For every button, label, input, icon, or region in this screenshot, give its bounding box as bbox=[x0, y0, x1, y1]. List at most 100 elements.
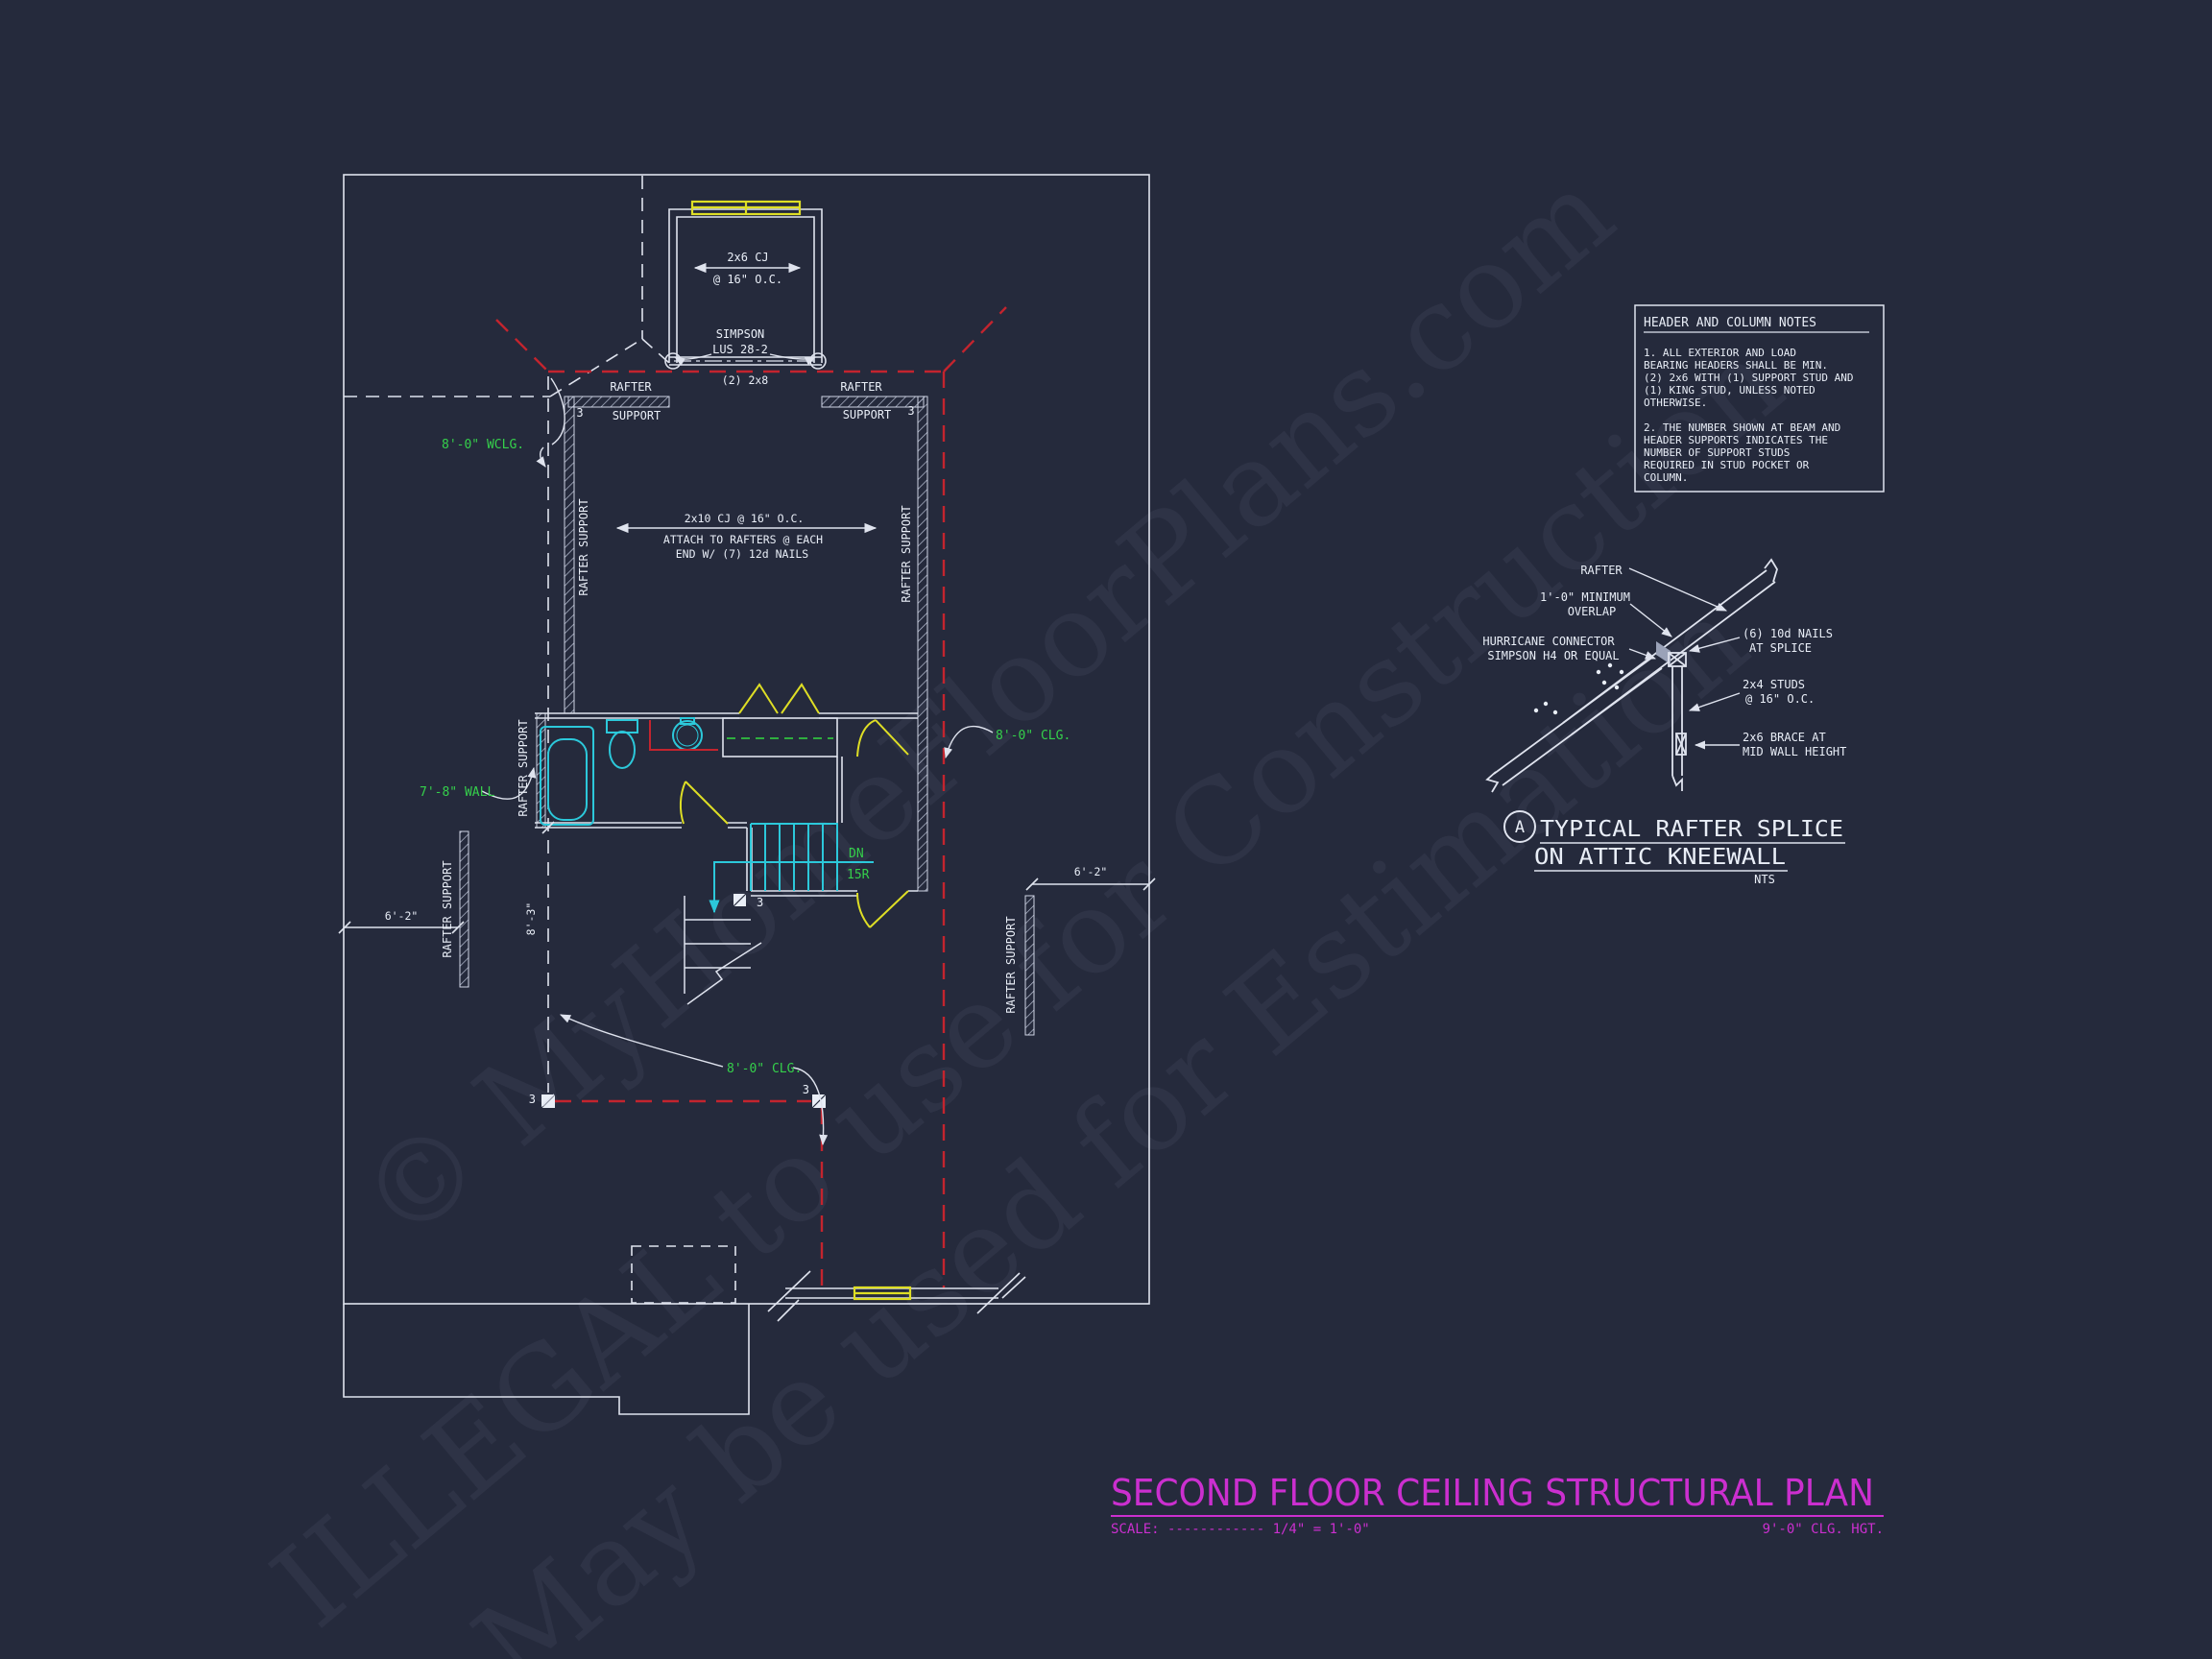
hurricane-connector-shape bbox=[1656, 641, 1671, 664]
wall-break-left bbox=[767, 1270, 811, 1322]
detail-title-line2: ON ATTIC KNEEWALL bbox=[1534, 845, 1786, 870]
detail-label-min-overlap1: 1'-0" MINIMUM bbox=[1540, 590, 1630, 604]
detail-label-studs2: @ 16" O.C. bbox=[1745, 692, 1815, 706]
dormer bbox=[664, 200, 827, 370]
sheet-ceiling-height: 9'-0" CLG. HGT. bbox=[1763, 1522, 1884, 1537]
roof-outline bbox=[343, 174, 1150, 1305]
label-rafter-support-lower-left: RAFTER SUPPORT bbox=[441, 860, 454, 957]
stud-count-right: 3 bbox=[907, 404, 914, 418]
bottom-window bbox=[853, 1286, 912, 1301]
interior-walls bbox=[535, 712, 918, 897]
label-wclg: 8'-0" WCLG. bbox=[442, 438, 524, 452]
label-main-joist-nails: END W/ (7) 12d NAILS bbox=[676, 547, 809, 561]
detail-label-nails1: (6) 10d NAILS bbox=[1743, 627, 1833, 640]
note2-line1: 2. THE NUMBER SHOWN AT BEAM AND bbox=[1644, 421, 1840, 434]
roof-dashed-lines bbox=[344, 176, 670, 1093]
doors bbox=[679, 683, 909, 928]
detail-label-nails2: AT SPLICE bbox=[1749, 641, 1812, 655]
detail-label-studs1: 2x4 STUDS bbox=[1743, 678, 1805, 691]
sheet-scale: SCALE: ------------ 1/4" = 1'-0" bbox=[1111, 1522, 1370, 1537]
label-stair-risers: 15R bbox=[847, 868, 870, 882]
mid-wall-brace bbox=[1675, 733, 1687, 756]
note1-line3: (2) 2x6 WITH (1) SUPPORT STUD AND bbox=[1644, 372, 1854, 384]
rafter-splice-detail bbox=[1485, 558, 1845, 872]
label-main-joist-attach: ATTACH TO RAFTERS @ EACH bbox=[663, 533, 823, 546]
stud-count-left: 3 bbox=[576, 406, 583, 420]
hall-door bbox=[856, 719, 909, 757]
detail-label-min-overlap2: OVERLAP bbox=[1568, 605, 1617, 618]
label-simpson-model: LUS 28-2 bbox=[712, 343, 768, 356]
title-block: SECOND FLOOR CEILING STRUCTURAL PLAN SCA… bbox=[1111, 1472, 1884, 1537]
bottom-wall bbox=[767, 1270, 1026, 1322]
stud-count-post-right: 3 bbox=[803, 1083, 809, 1096]
label-beam: (2) 2x8 bbox=[722, 373, 769, 387]
leader-lines bbox=[481, 353, 994, 1146]
stud-count-post-left: 3 bbox=[529, 1093, 536, 1106]
label-rafter-support-wall-right: RAFTER SUPPORT bbox=[900, 505, 913, 602]
label-clg-right: 8'-0" CLG. bbox=[996, 729, 1070, 743]
label-stair-dn: DN bbox=[849, 847, 864, 861]
detail-title-line1: TYPICAL RAFTER SPLICE bbox=[1540, 817, 1843, 842]
note1-line1: 1. ALL EXTERIOR AND LOAD bbox=[1644, 347, 1796, 359]
detail-scale-nts: NTS bbox=[1754, 873, 1775, 886]
dim-6-2-right: 6'-2" bbox=[1074, 865, 1108, 878]
sheet-title: SECOND FLOOR CEILING STRUCTURAL PLAN bbox=[1111, 1472, 1874, 1514]
note2-line2: HEADER SUPPORTS INDICATES THE bbox=[1644, 434, 1828, 446]
vanity-counter bbox=[649, 720, 718, 751]
label-dormer-cj: 2x6 CJ bbox=[727, 251, 768, 264]
notes-title: HEADER AND COLUMN NOTES bbox=[1644, 316, 1816, 330]
note2-line4: REQUIRED IN STUD POCKET OR bbox=[1644, 459, 1810, 471]
chimney-dashed-outline bbox=[631, 1245, 736, 1304]
label-wall-height: 7'-8" WALL bbox=[420, 785, 494, 800]
label-rafter-support-lower-right: RAFTER SUPPORT bbox=[1004, 916, 1018, 1013]
note1-line4: (1) KING STUD, UNLESS NOTED bbox=[1644, 384, 1815, 397]
notes-box: HEADER AND COLUMN NOTES 1. ALL EXTERIOR … bbox=[1634, 304, 1885, 493]
detail-marker-circle bbox=[1503, 810, 1536, 843]
wall-break-right bbox=[976, 1272, 1026, 1314]
note2-line5: COLUMN. bbox=[1644, 471, 1688, 484]
bath-fixtures bbox=[540, 717, 703, 826]
label-rafter-left: RAFTER bbox=[610, 380, 652, 394]
note2-line3: NUMBER OF SUPPORT STUDS bbox=[1644, 446, 1790, 459]
detail-label-hurricane1: HURRICANE CONNECTOR bbox=[1482, 635, 1615, 648]
note1-line5: OTHERWISE. bbox=[1644, 397, 1707, 409]
dormer-window bbox=[690, 200, 802, 216]
closet bbox=[722, 717, 838, 757]
rafter-lower bbox=[1493, 656, 1663, 786]
plan-labels: 2x6 CJ @ 16" O.C. SIMPSON LUS 28-2 (2) 2… bbox=[385, 251, 1108, 1106]
label-rafter-right: RAFTER bbox=[840, 380, 882, 394]
label-support-left: SUPPORT bbox=[613, 409, 661, 422]
detail-marker-letter: A bbox=[1515, 818, 1525, 837]
label-dormer-cj-spacing: @ 16" O.C. bbox=[713, 273, 782, 286]
dim-8-3: 8'-3" bbox=[524, 902, 538, 936]
kneewall bbox=[1668, 652, 1687, 791]
notes-body: 1. ALL EXTERIOR AND LOAD BEARING HEADERS… bbox=[1644, 347, 1854, 484]
stud-count-stair: 3 bbox=[757, 896, 763, 909]
stairs-upper-run bbox=[709, 823, 874, 914]
detail-label-hurricane2: SIMPSON H4 OR EQUAL bbox=[1487, 649, 1619, 662]
label-support-right: SUPPORT bbox=[843, 408, 892, 421]
bedroom-door bbox=[856, 890, 909, 928]
label-rafter-support-wall-left: RAFTER SUPPORT bbox=[577, 498, 590, 595]
bath-door bbox=[679, 781, 729, 825]
dimension-lines bbox=[338, 821, 1156, 1107]
detail-label-brace1: 2x6 BRACE AT bbox=[1743, 731, 1826, 744]
detail-label-rafter: RAFTER bbox=[1580, 564, 1623, 577]
dim-6-2-left: 6'-2" bbox=[385, 909, 419, 923]
bifold-doors bbox=[738, 683, 820, 714]
label-clg-bottom: 8'-0" CLG. bbox=[727, 1062, 802, 1076]
stair-direction-line bbox=[709, 861, 874, 914]
label-rafter-support-bath: RAFTER SUPPORT bbox=[517, 719, 530, 816]
stairs-lower-run bbox=[684, 896, 762, 1005]
detail-leaders bbox=[1628, 567, 1741, 750]
floor-plan bbox=[338, 174, 1156, 1415]
note1-line2: BEARING HEADERS SHALL BE MIN. bbox=[1644, 359, 1828, 372]
detail-label-brace2: MID WALL HEIGHT bbox=[1743, 745, 1846, 758]
detail-labels: RAFTER 1'-0" MINIMUM OVERLAP HURRICANE C… bbox=[1482, 564, 1846, 886]
bathtub-icon bbox=[540, 726, 594, 826]
lower-floor-outline bbox=[343, 1304, 750, 1415]
splice-nails bbox=[1533, 662, 1624, 715]
label-simpson: SIMPSON bbox=[716, 327, 765, 341]
